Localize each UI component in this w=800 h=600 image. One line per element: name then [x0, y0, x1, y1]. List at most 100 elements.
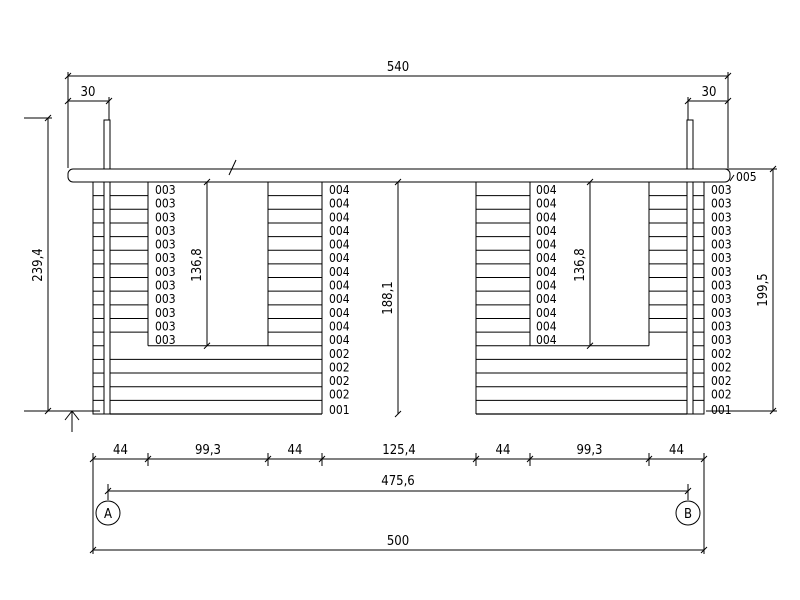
log-code-left-window: 003: [155, 265, 176, 279]
door-height-tick-top: [394, 178, 402, 186]
log-code-right-wall: 003: [711, 292, 732, 306]
level-marker-arrow-left: [64, 410, 73, 421]
window-left-height-tick-bottom: [203, 342, 211, 350]
segment-label: 44: [496, 443, 511, 458]
segment-label: 125,4: [382, 443, 415, 458]
overhang-right-label: 30: [702, 85, 717, 100]
window-right-height-tick-top: [586, 178, 594, 186]
segment-chain-tick: [144, 455, 152, 463]
log-code-window-right: 004: [536, 333, 557, 347]
overall-width-tick-left: [64, 72, 72, 80]
roof-break-mark: [228, 159, 237, 176]
log-code-left-window: 003: [155, 183, 176, 197]
segment-chain-tick: [472, 455, 480, 463]
axis-a-bubble: [95, 500, 121, 526]
log-code-window-right: 004: [536, 251, 557, 265]
wall-height-right-tick-top: [769, 165, 777, 173]
foundation-width-tick-right: [700, 546, 708, 554]
corner-post-right: [692, 181, 705, 415]
segment-chain-tick: [264, 455, 272, 463]
segment-chain-tick: [318, 455, 326, 463]
gable-log-left: [103, 119, 111, 170]
log-code-lower-right: 002: [711, 388, 732, 402]
corner-post-right-inner: [686, 181, 694, 415]
log-code-door-left: 004: [329, 183, 350, 197]
door-height-tick-bottom: [394, 410, 402, 418]
total-height-tick-top: [44, 114, 52, 122]
log-code-right-wall: 003: [711, 306, 732, 320]
window-left-height-tick-top: [203, 178, 211, 186]
log-code-window-right: 004: [536, 319, 557, 333]
log-code-lower-left: 002: [329, 374, 350, 388]
overhang-left-label: 30: [81, 85, 96, 100]
log-code-door-left: 004: [329, 306, 350, 320]
segment-label: 44: [288, 443, 303, 458]
log-code-left-window: 003: [155, 279, 176, 293]
gable-log-right: [686, 119, 694, 170]
log-code-window-right: 004: [536, 292, 557, 306]
segment-chain-tick: [645, 455, 653, 463]
door-height-label: 188,1: [381, 281, 396, 314]
total-height-label: 239,4: [31, 248, 46, 281]
log-code-base-right: 001: [711, 403, 732, 417]
log-code-base-left: 001: [329, 403, 350, 417]
log-code-lower-right: 002: [711, 347, 732, 361]
log-code-window-right: 004: [536, 265, 557, 279]
window-left-height-label: 136,8: [190, 248, 205, 281]
overhang-left-tick-a: [64, 97, 72, 105]
log-code-window-right: 004: [536, 279, 557, 293]
log-code-window-right: 004: [536, 210, 557, 224]
log-code-door-left: 004: [329, 292, 350, 306]
window-right-height-tick-bottom: [586, 342, 594, 350]
log-code-left-window: 003: [155, 292, 176, 306]
foundation-width-tick-left: [89, 546, 97, 554]
log-code-lower-left: 002: [329, 388, 350, 402]
log-code-lower-right: 002: [711, 360, 732, 374]
level-marker-arrow-right: [71, 410, 80, 421]
log-code-window-right: 004: [536, 197, 557, 211]
axis-distance-tick-left: [104, 487, 112, 495]
log-code-window-right: 004: [536, 238, 557, 252]
total-height-tick-bottom: [44, 407, 52, 415]
log-code-window-right: 004: [536, 306, 557, 320]
log-code-door-left: 004: [329, 333, 350, 347]
log-code-left-window: 003: [155, 319, 176, 333]
log-code-right-wall: 003: [711, 265, 732, 279]
log-code-left-window: 003: [155, 224, 176, 238]
log-code-left-window: 003: [155, 251, 176, 265]
log-code-right-wall: 003: [711, 238, 732, 252]
wall-height-right-label: 199,5: [756, 273, 771, 306]
log-code-door-left: 004: [329, 265, 350, 279]
log-code-right-wall: 003: [711, 319, 732, 333]
roof-fascia: [67, 168, 731, 183]
overhang-left-tick-b: [105, 97, 113, 105]
axis-a-letter: A: [104, 507, 112, 522]
log-code-left-window: 003: [155, 306, 176, 320]
foundation-width-label: 500: [387, 534, 409, 549]
log-code-right-wall: 003: [711, 333, 732, 347]
log-code-door-left: 004: [329, 251, 350, 265]
overhang-right-tick-a: [684, 97, 692, 105]
axis-b-letter: B: [684, 507, 692, 522]
window-right-height-label: 136,8: [573, 248, 588, 281]
log-code-window-right: 004: [536, 224, 557, 238]
log-code-door-left: 004: [329, 319, 350, 333]
wall-height-right-tick-bottom: [769, 407, 777, 415]
axis-distance-label: 475,6: [381, 474, 414, 489]
segment-label: 99,3: [195, 443, 221, 458]
log-code-right-wall: 003: [711, 224, 732, 238]
log-code-left-window: 003: [155, 333, 176, 347]
log-code-right-wall: 003: [711, 251, 732, 265]
log-code-right-wall: 003: [711, 279, 732, 293]
log-code-right-wall: 003: [711, 210, 732, 224]
log-code-window-right: 004: [536, 183, 557, 197]
log-code-right-wall: 003: [711, 197, 732, 211]
log-code-right-wall: 003: [711, 183, 732, 197]
corner-post-left: [92, 181, 105, 415]
log-code-lower-left: 002: [329, 360, 350, 374]
log-code-lower-right: 002: [711, 374, 732, 388]
roof-code-leader: [729, 174, 735, 182]
log-code-door-left: 004: [329, 210, 350, 224]
segment-label: 44: [669, 443, 684, 458]
